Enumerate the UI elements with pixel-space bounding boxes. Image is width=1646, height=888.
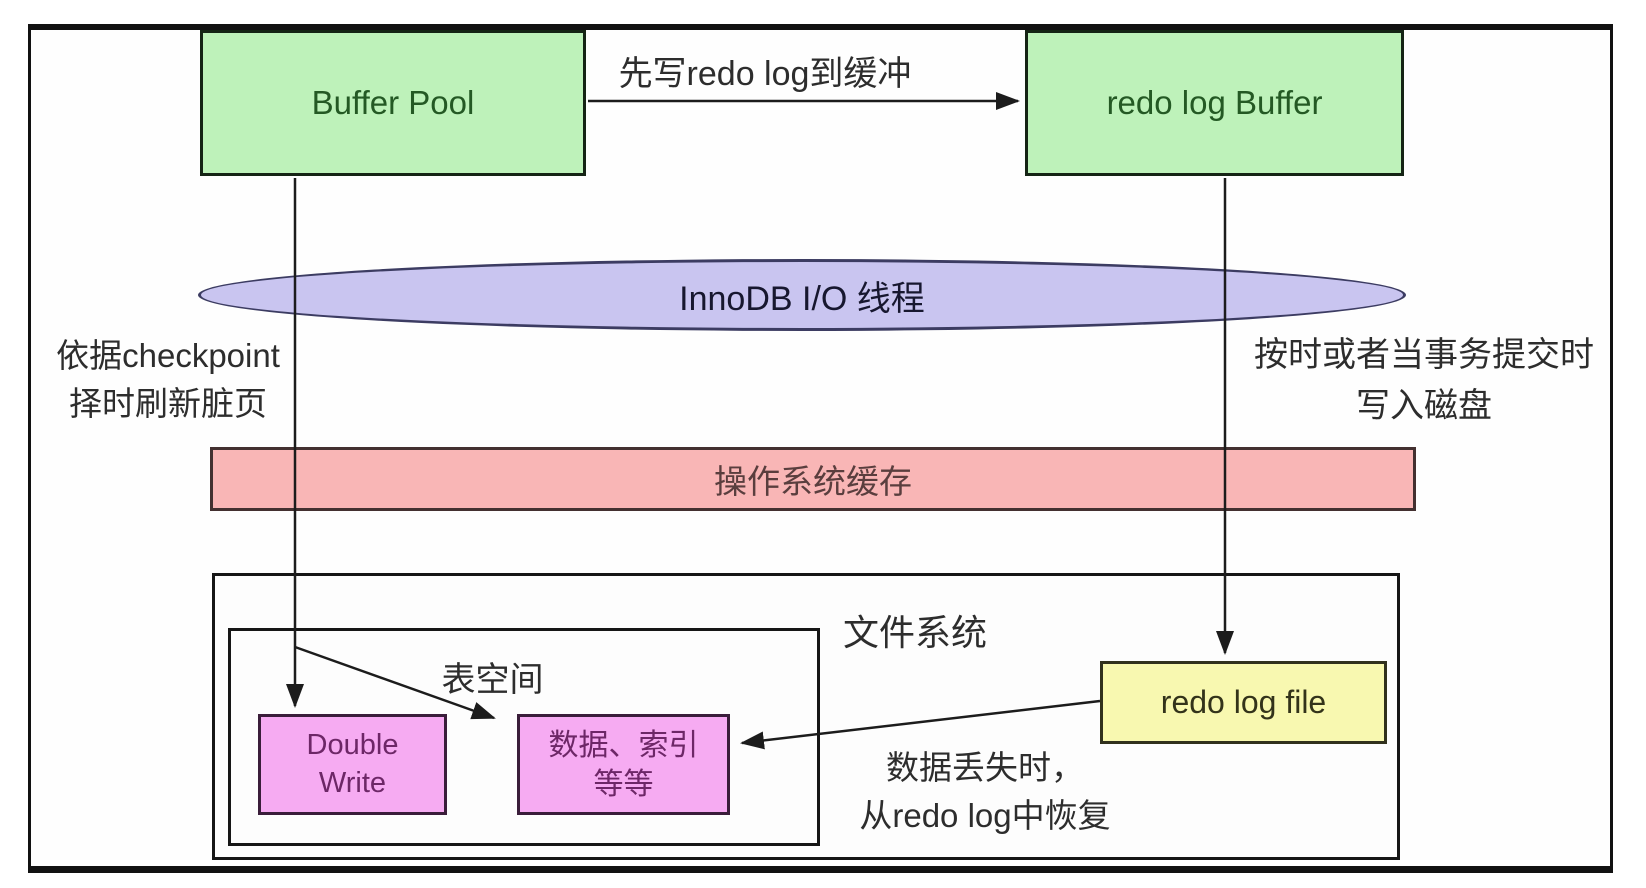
double-write-label: Double Write: [306, 728, 399, 799]
redo-log-file-node: redo log file: [1100, 661, 1387, 744]
os-cache-label: 操作系统缓存: [714, 463, 912, 500]
data-index-node: 数据、索引 等等: [517, 714, 730, 815]
os-cache-bar: 操作系统缓存: [210, 447, 1416, 511]
tablespace-label: 表空间: [441, 661, 544, 699]
annotation-write-redo-to-buffer: 先写redo log到缓冲: [618, 55, 912, 93]
annotation-checkpoint-flush: 依据checkpoint 择时刷新脏页: [56, 337, 280, 422]
redo-log-buffer-node: redo log Buffer: [1025, 30, 1404, 176]
buffer-pool-label: Buffer Pool: [311, 84, 475, 121]
buffer-pool-node: Buffer Pool: [200, 30, 586, 176]
redo-log-file-label: redo log file: [1160, 684, 1327, 720]
redo-log-buffer-label: redo log Buffer: [1106, 84, 1323, 121]
file-system-label: 文件系统: [842, 612, 987, 653]
annotation-recover-from-redo: 数据丢失时， 从redo log中恢复: [859, 749, 1111, 834]
double-write-node: Double Write: [258, 714, 447, 815]
innodb-io-thread-ellipse: InnoDB I/O 线程: [198, 259, 1406, 331]
annotation-commit-write-disk: 按时或者当事务提交时 写入磁盘: [1254, 336, 1594, 425]
data-index-label: 数据、索引 等等: [548, 728, 699, 801]
innodb-io-thread-label: InnoDB I/O 线程: [679, 279, 925, 318]
